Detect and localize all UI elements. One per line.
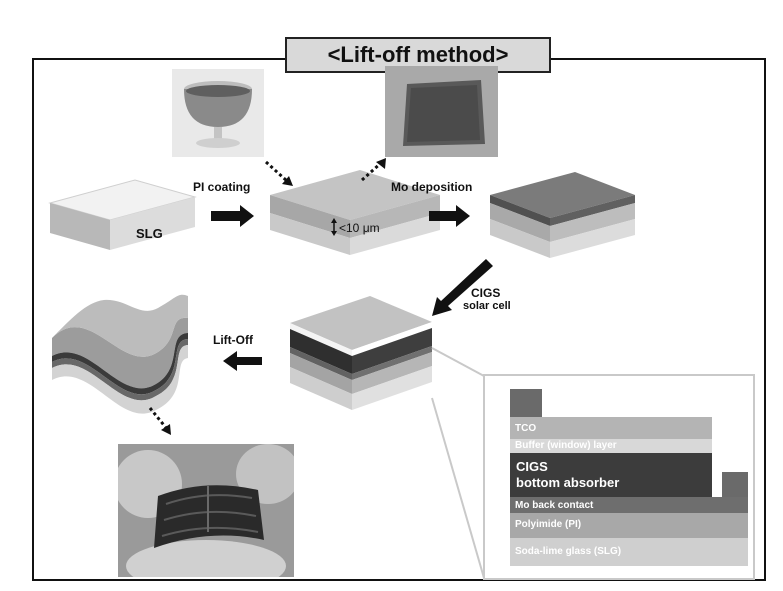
cigs-absorber-label-line1: CIGS	[516, 459, 548, 474]
pi-solution-dish-photo	[172, 69, 264, 157]
tco-label: TCO	[515, 423, 537, 434]
mo-label: Mo back contact	[515, 500, 594, 511]
dish-to-block-dotted-arrow	[264, 160, 289, 183]
top-electrode-contact	[510, 389, 542, 417]
cigs-step-label-line2: solar cell	[463, 300, 511, 312]
pi-coated-block	[270, 170, 440, 255]
cigs-cell-block	[290, 296, 432, 410]
mo-deposition-label: Mo deposition	[391, 180, 473, 194]
coated-substrate-photo	[385, 66, 498, 157]
layer-stack-detail	[431, 347, 755, 580]
slg-layer	[510, 538, 748, 566]
pi-layer	[510, 513, 748, 538]
pi-coating-label: PI coating	[193, 180, 251, 194]
flexible-cell-photo	[118, 444, 294, 577]
tco-layer	[510, 417, 712, 439]
buffer-layer	[510, 439, 712, 453]
cigs-arrow	[432, 259, 493, 316]
buffer-label: Buffer (window) layer	[515, 440, 617, 451]
cigs-absorber-layer	[510, 453, 712, 497]
slg-label: Soda-lime glass (SLG)	[515, 546, 622, 557]
thickness-label: <10 μm	[339, 221, 380, 235]
cigs-step-label-line1: CIGS	[471, 286, 501, 300]
slg-substrate-block	[48, 179, 197, 250]
back-electrode-contact	[722, 472, 748, 497]
thickness-indicator	[331, 218, 337, 236]
slg-block-label: SLG	[136, 226, 163, 241]
cigs-absorber-label-line2: bottom absorber	[516, 475, 620, 490]
pi-coating-arrow	[211, 205, 254, 227]
block-to-photo-dotted-arrow	[360, 161, 383, 182]
pi-label: Polyimide (PI)	[515, 519, 582, 530]
mo-deposition-arrow	[429, 205, 470, 227]
lift-off-label: Lift-Off	[213, 333, 253, 347]
mo-deposited-block	[490, 172, 635, 258]
lifted-off-flexible-device	[52, 294, 188, 414]
mo-layer	[510, 497, 748, 513]
device-to-photo-dotted-arrow	[148, 407, 169, 430]
lift-off-arrow	[223, 351, 262, 371]
